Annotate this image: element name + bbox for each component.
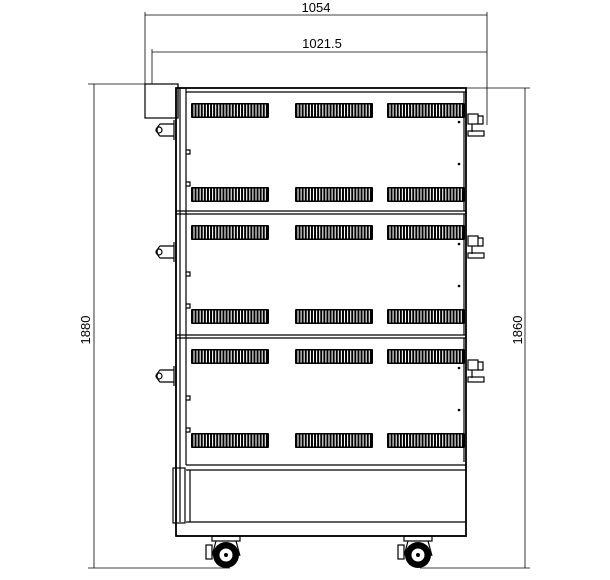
caster-fork [403,540,433,557]
deck-2 [155,210,485,335]
overall-height-label: 1880 [78,316,93,345]
vent-group [191,309,269,324]
screw-dot [457,408,461,412]
door-latch-mark [186,149,191,155]
vent-group [387,187,465,202]
hinge-arm [156,369,174,383]
vent-group [387,103,465,118]
door-latch-mark [186,427,191,433]
vent-group [295,225,373,240]
door-latch-mark [186,271,191,277]
hinge-bracket [155,366,175,386]
handle-base [467,130,485,137]
handle-grip [478,115,484,125]
vent-group [295,309,373,324]
vent-group [387,349,465,364]
screw-dot [457,242,461,246]
vent-group [191,349,269,364]
vent-slots-fill [295,309,373,324]
cabinet-width-label: 1021.5 [302,36,342,51]
handle-grip [478,361,484,371]
handle-block [467,113,479,125]
vent-slots-fill [295,187,373,202]
vent-slots-fill [295,103,373,118]
door-handle [467,113,485,137]
screw-dot [457,366,461,370]
cabinet-height-label: 1860 [510,316,525,345]
door-handle [467,359,485,383]
deck-1 [155,92,485,211]
hinge-pin [155,126,163,134]
vent-slots-fill [387,103,465,118]
vent-group [191,225,269,240]
handle-base [467,376,485,383]
door-latch-mark [186,395,191,401]
vent-group [387,433,465,448]
vent-group [191,433,269,448]
door-handle [467,235,485,259]
cabinet-width-dimension: 1021.5 [151,36,487,84]
door-latch-mark [186,303,191,309]
hinge-arm [156,245,174,259]
hinge-bracket [155,242,175,262]
cabinet-height-dimension: 1860 [420,87,530,569]
caster-mount-plate [403,535,433,542]
overall-width-dimension: 1054 [144,0,488,125]
deck-3 [155,334,485,462]
vent-group [387,309,465,324]
vent-slots-fill [191,103,269,118]
door-latch-mark [186,181,191,187]
vent-slots-fill [387,309,465,324]
hinge-pin [155,372,163,380]
vent-slots-fill [191,309,269,324]
caster-brake [397,544,405,560]
overall-height-dimension: 1880 [78,83,230,569]
vent-group [387,225,465,240]
vent-slots-fill [387,187,465,202]
vent-slots-fill [191,225,269,240]
vent-slots-fill [387,349,465,364]
vent-slots-fill [191,433,269,448]
left-side-panel [172,88,187,524]
deck-stack [155,92,485,462]
caster-axle [224,553,228,557]
vent-group [295,433,373,448]
control-box [144,83,179,119]
vent-group [295,349,373,364]
screw-dot [457,120,461,124]
vent-slots-fill [191,187,269,202]
screw-dot [457,284,461,288]
handle-block [467,235,479,247]
caster-set [205,535,433,568]
handle-grip [478,237,484,247]
vent-group [295,103,373,118]
handle-base [467,252,485,259]
vent-slots-fill [387,225,465,240]
base-plinth [176,464,466,537]
vent-slots-fill [387,433,465,448]
vent-slots-fill [295,225,373,240]
hinge-bracket [155,120,175,140]
vent-group [295,187,373,202]
caster-fork [211,540,241,557]
screw-dot [457,162,461,166]
vent-slots-fill [295,433,373,448]
hinge-pin [155,248,163,256]
overall-width-label: 1054 [302,0,331,15]
caster-axle [416,553,420,557]
handle-block [467,359,479,371]
caster-1 [205,535,241,568]
caster-mount-plate [211,535,241,542]
vent-group [191,187,269,202]
vent-group [191,103,269,118]
vent-slots-fill [295,349,373,364]
caster-brake [205,544,213,560]
hinge-arm [156,123,174,137]
caster-2 [397,535,433,568]
vent-slots-fill [191,349,269,364]
